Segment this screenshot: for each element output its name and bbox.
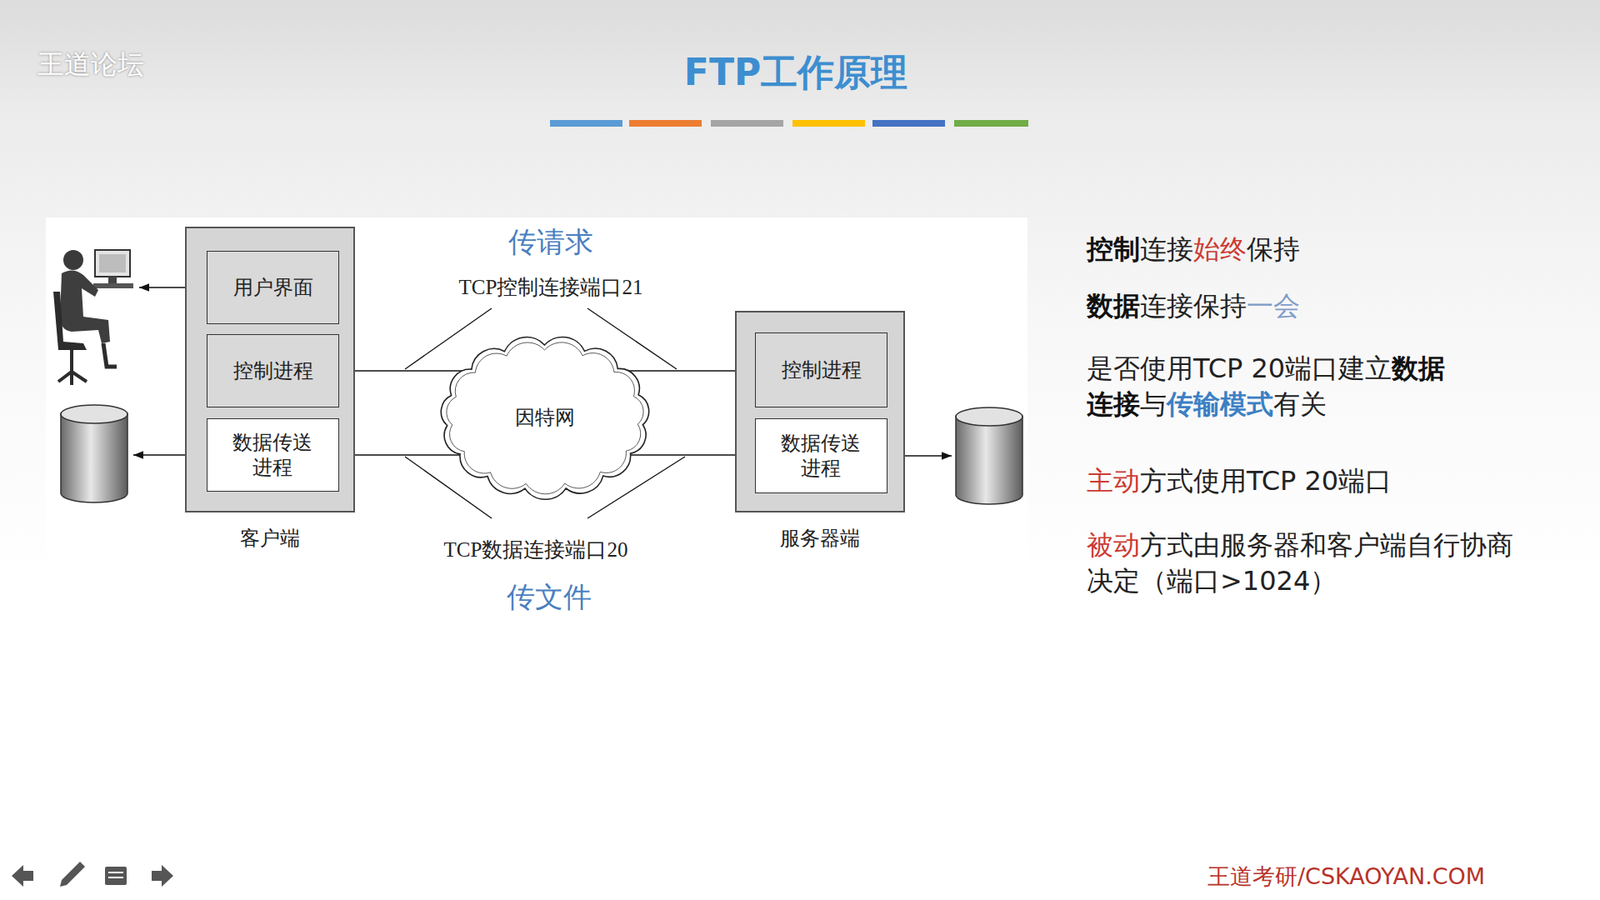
note: 被动方式由服务器和客户端自行协商决定（端口>1024）	[1086, 527, 1514, 600]
cloud-outline	[446, 342, 644, 495]
user-icon	[93, 283, 134, 289]
database-icon	[955, 416, 1023, 505]
process-box: 控制进程	[755, 332, 888, 408]
box-text: 用户界面	[233, 275, 314, 300]
process-box: 数据传送 进程	[755, 418, 888, 494]
user-icon	[103, 343, 117, 367]
bracket-line	[405, 308, 685, 519]
port-label: TCP控制连接端口21	[459, 273, 644, 302]
user-icon	[53, 250, 134, 385]
user-icon	[58, 350, 87, 385]
note: 数据连接保持一会	[1086, 288, 1300, 325]
navigation-icon	[108, 872, 124, 878]
title-color-bar	[792, 120, 865, 127]
title-color-bar	[872, 120, 945, 127]
watermark: 王道论坛	[37, 46, 145, 83]
user-icon	[60, 270, 110, 344]
database-icon	[60, 405, 128, 503]
navigation-icon	[108, 876, 124, 879]
title-color-bar	[954, 120, 1029, 127]
footer-brand: 王道考研/CSKAOYAN.COM	[1207, 861, 1485, 892]
process-box: 数据传送 进程	[206, 418, 340, 492]
box-text: 控制进程	[233, 358, 314, 384]
database-icon	[955, 407, 1023, 426]
note: 控制连接始终保持	[1086, 231, 1300, 268]
client-box: 用户界面控制进程数据传送 进程客户端	[185, 226, 355, 513]
navigation-icon	[151, 865, 174, 887]
box-label: 客户端	[186, 525, 354, 551]
database-icon	[60, 414, 128, 503]
box-text: 数据传送 进程	[775, 430, 867, 481]
server-box: 控制进程数据传送 进程服务器端	[735, 310, 905, 513]
note: 主动方式使用TCP 20端口	[1086, 463, 1392, 500]
cloud-outline	[440, 336, 649, 500]
navigation-icon	[11, 861, 174, 887]
slide-title: FTP工作原理	[684, 48, 908, 98]
box-text: 控制进程	[781, 357, 862, 383]
navigation-icon	[108, 871, 124, 874]
annotation: 传请求	[508, 223, 594, 262]
port-label: TCP数据连接端口20	[444, 535, 629, 565]
internet-cloud: 因特网	[426, 326, 664, 509]
user-icon	[99, 254, 126, 273]
database-icon	[955, 407, 1023, 505]
diagram-panel	[45, 217, 1028, 567]
user-icon	[63, 250, 84, 270]
navigation-icon	[11, 865, 34, 887]
process-box: 用户界面	[206, 250, 340, 325]
navigation-icon	[105, 866, 127, 885]
box-label: 服务器端	[736, 525, 904, 551]
user-icon	[95, 250, 130, 277]
title-color-bar	[550, 120, 1029, 127]
navigation-icon	[60, 861, 85, 887]
title-color-bar	[710, 120, 784, 127]
process-box: 控制进程	[206, 334, 340, 408]
annotation: 传文件	[506, 578, 592, 617]
database-icon	[60, 405, 128, 424]
note: 是否使用TCP 20端口建立数据连接与传输模式有关	[1086, 350, 1445, 423]
user-icon	[53, 291, 87, 350]
box-text: 数据传送 进程	[226, 430, 319, 480]
title-color-bar	[550, 120, 623, 127]
title-color-bar	[629, 120, 702, 127]
user-icon	[108, 276, 117, 284]
box-text: 因特网	[515, 405, 575, 430]
